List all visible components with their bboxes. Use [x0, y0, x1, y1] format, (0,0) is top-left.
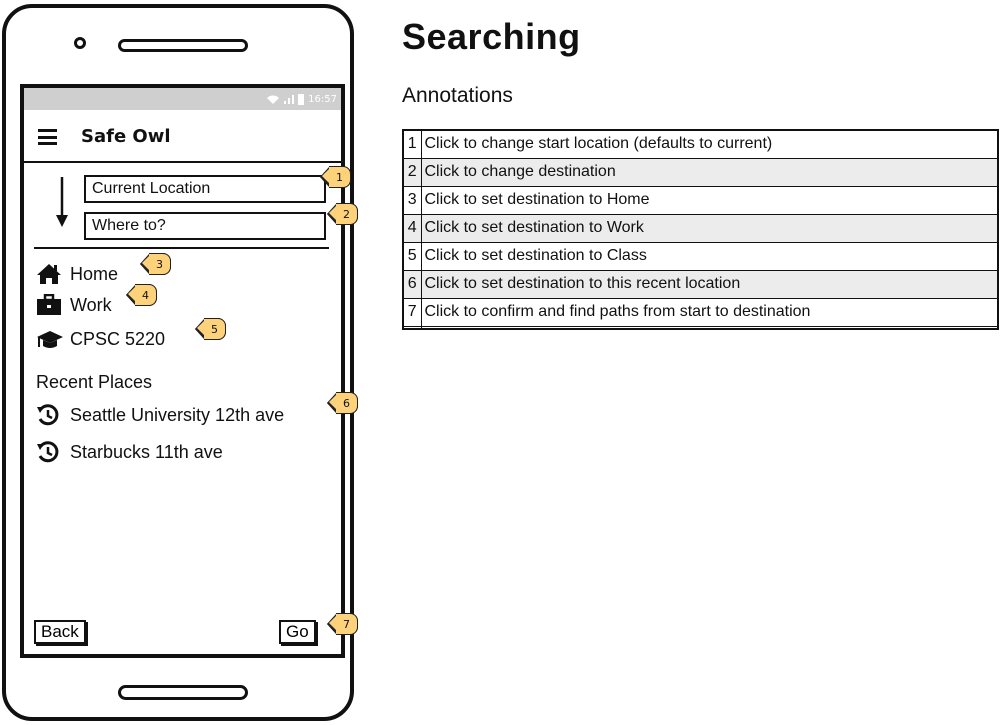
- row-text: Click to change destination: [420, 157, 999, 187]
- briefcase-icon: [36, 292, 70, 318]
- recent-place-item[interactable]: Seattle University 12th ave: [36, 402, 284, 428]
- recent-places-heading: Recent Places: [36, 372, 153, 392]
- shortcut-label: Home: [70, 263, 119, 284]
- row-number: 4: [402, 213, 422, 243]
- wifi-icon: [267, 95, 280, 104]
- signal-icon: [284, 94, 295, 104]
- back-button[interactable]: Back: [34, 620, 86, 644]
- history-icon: [36, 439, 70, 465]
- callout-marker: 3: [140, 252, 171, 276]
- table-row: 4 Click to set destination to Work: [402, 213, 999, 243]
- app-bar: Safe Owl: [24, 110, 341, 163]
- row-text: Click to set destination to Class: [420, 241, 999, 271]
- row-text: Click to set destination to this recent …: [420, 269, 999, 299]
- phone-screen: 16:57 Safe Owl Home: [20, 84, 345, 658]
- row-number: 7: [402, 297, 422, 327]
- history-icon: [36, 402, 70, 428]
- table-row-empty: [402, 325, 999, 330]
- status-bar: 16:57: [24, 88, 341, 110]
- speaker-icon: [118, 39, 248, 52]
- page-title: Searching: [402, 16, 581, 57]
- row-number: 1: [402, 129, 422, 159]
- table-row: 6 Click to set destination to this recen…: [402, 269, 999, 299]
- table-row: 7 Click to confirm and find paths from s…: [402, 297, 999, 327]
- table-row: 5 Click to set destination to Class: [402, 241, 999, 271]
- shortcut-work[interactable]: Work: [36, 292, 112, 318]
- recent-place-label: Seattle University 12th ave: [70, 404, 285, 425]
- row-number: 2: [402, 157, 422, 187]
- arrow-down-icon: [56, 177, 68, 227]
- menu-icon[interactable]: [38, 129, 57, 145]
- shortcut-class[interactable]: CPSC 5220: [36, 326, 165, 352]
- row-text: Click to set destination to Home: [420, 185, 999, 215]
- row-number: 6: [402, 269, 422, 299]
- home-hardware-button[interactable]: [118, 685, 248, 700]
- app-title: Safe Owl: [81, 126, 171, 147]
- callout-marker: 1: [320, 165, 351, 189]
- annotations-table: 1 Click to change start location (defaul…: [402, 129, 999, 330]
- row-number: 5: [402, 241, 422, 271]
- home-icon: [36, 261, 70, 287]
- table-row: 2 Click to change destination: [402, 157, 999, 187]
- row-text: Click to change start location (defaults…: [420, 129, 999, 159]
- table-row: 1 Click to change start location (defaul…: [402, 129, 999, 159]
- camera-icon: [74, 37, 86, 49]
- callout-marker: 7: [327, 612, 358, 636]
- recent-place-item[interactable]: Starbucks 11th ave: [36, 439, 223, 465]
- start-location-input[interactable]: [84, 175, 326, 203]
- annotations-heading: Annotations: [402, 84, 513, 107]
- destination-input[interactable]: [84, 212, 326, 240]
- callout-marker: 2: [327, 202, 358, 226]
- callout-marker: 5: [195, 317, 226, 341]
- divider: [34, 247, 329, 249]
- callout-marker: 4: [126, 283, 157, 307]
- callout-marker: 6: [327, 391, 358, 415]
- shortcut-home[interactable]: Home: [36, 261, 118, 287]
- go-button[interactable]: Go: [279, 620, 316, 644]
- shortcut-label: Work: [70, 294, 112, 315]
- recent-place-label: Starbucks 11th ave: [70, 441, 223, 462]
- phone-frame: 16:57 Safe Owl Home: [2, 4, 354, 721]
- battery-icon: [298, 93, 305, 105]
- status-time: 16:57: [308, 93, 337, 105]
- graduation-cap-icon: [36, 326, 70, 352]
- row-number: 3: [402, 185, 422, 215]
- row-text: Click to set destination to Work: [420, 213, 999, 243]
- row-text: Click to confirm and find paths from sta…: [420, 297, 999, 327]
- table-row: 3 Click to set destination to Home: [402, 185, 999, 215]
- shortcut-label: CPSC 5220: [70, 328, 166, 349]
